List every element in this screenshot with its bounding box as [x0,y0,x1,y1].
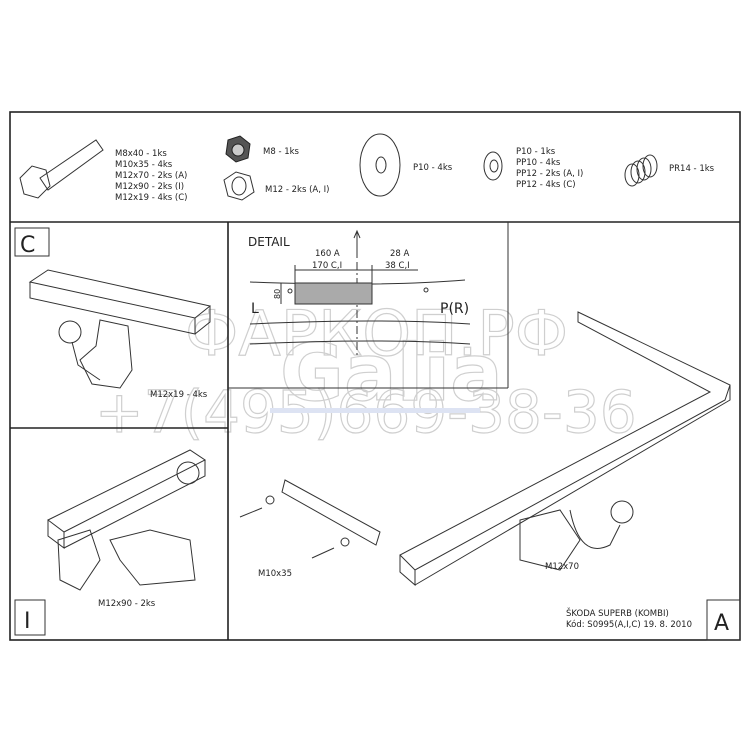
svg-text:PP10 - 4ks: PP10 - 4ks [516,158,561,168]
svg-text:I: I [24,609,31,634]
drawing-frame [9,111,741,641]
svg-text:M8x40 - 1ks: M8x40 - 1ks [115,149,167,159]
svg-text:M12x70: M12x70 [545,562,579,572]
svg-text:M12 - 2ks (A, I): M12 - 2ks (A, I) [265,185,329,195]
svg-text:C: C [20,233,35,258]
svg-text:PP12 - 2ks (A, I): PP12 - 2ks (A, I) [516,169,583,179]
svg-text:M12x19 - 4ks: M12x19 - 4ks [150,390,208,400]
svg-text:Kód: S0995(A,I,C) 19. 8. 2010: Kód: S0995(A,I,C) 19. 8. 2010 [566,619,692,630]
svg-text:160 A: 160 A [315,249,340,259]
svg-text:M12x70 - 2ks (A): M12x70 - 2ks (A) [115,171,187,181]
svg-text:80: 80 [273,289,282,299]
svg-text:28 A: 28 A [390,249,410,259]
bolt-list: M8x40 - 1ks M10x35 - 4ks M12x70 - 2ks (A… [115,149,188,203]
title-block: ŠKODA SUPERB (KOMBI) Kód: S0995(A,I,C) 1… [566,599,741,641]
svg-text:PR14 - 1ks: PR14 - 1ks [669,164,715,174]
svg-text:38 C,I: 38 C,I [385,261,410,271]
panel-i: M12x90 - 2ks I [14,449,206,636]
svg-text:P(R): P(R) [440,301,469,317]
panel-c: C M12x19 - 4ks [14,227,212,400]
svg-text:M10x35 - 4ks: M10x35 - 4ks [115,160,173,170]
svg-text:P10 - 4ks: P10 - 4ks [413,163,453,173]
svg-text:M12x19 - 4ks (C): M12x19 - 4ks (C) [115,193,188,203]
svg-text:M12x90 - 2ks (I): M12x90 - 2ks (I) [115,182,184,192]
parts-list: M8x40 - 1ks M10x35 - 4ks M12x70 - 2ks (A… [19,133,715,203]
detail-view: DETAIL 160 A 170 C,I 28 A 38 C,I 80 L P(… [248,229,471,355]
svg-text:PP12 - 4ks (C): PP12 - 4ks (C) [516,180,576,190]
panel-a: M10x35 M12x70 [239,311,731,587]
washer-list: P10 - 1ks PP10 - 4ks PP12 - 2ks (A, I) P… [516,147,583,190]
nut-m12-icon [223,171,255,201]
washer-small-icon [483,151,503,181]
svg-text:A: A [714,611,729,636]
nut-m8-icon [225,135,251,163]
svg-text:M12x90 - 2ks: M12x90 - 2ks [98,599,156,609]
spring-icon [624,154,658,187]
svg-text:ŠKODA SUPERB (KOMBI): ŠKODA SUPERB (KOMBI) [566,607,669,619]
svg-text:170 C,I: 170 C,I [312,261,342,271]
washer-large-icon [359,133,401,197]
svg-text:P10 - 1ks: P10 - 1ks [516,147,556,157]
svg-text:Galia: Galia [280,329,503,419]
svg-text:M8 - 1ks: M8 - 1ks [263,147,300,157]
svg-text:DETAIL: DETAIL [248,235,290,249]
svg-text:M10x35: M10x35 [258,569,292,579]
bolt-icon [19,139,104,199]
watermark: ФАРКОП.РФ +7(495)669-38-36 Galia [94,296,637,446]
svg-text:ФАРКОП.РФ: ФАРКОП.РФ [185,297,568,370]
svg-text:L: L [251,301,259,317]
